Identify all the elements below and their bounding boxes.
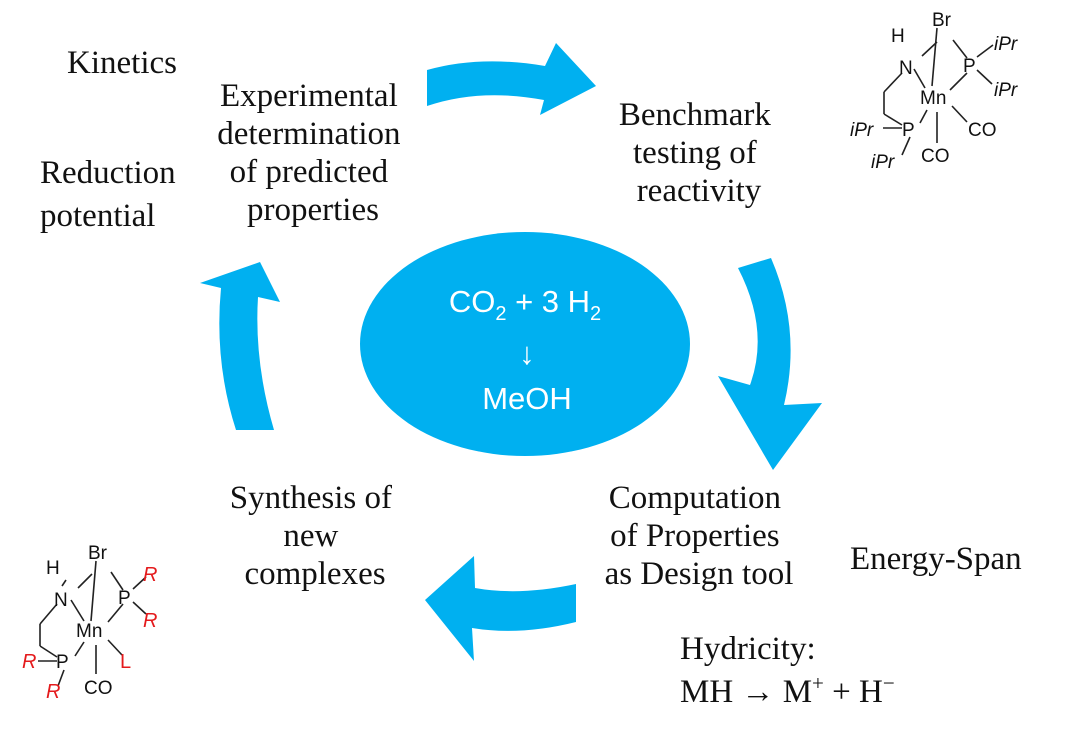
step-experimental-line-1: Experimental bbox=[220, 78, 398, 114]
known-atom-mn: Mn bbox=[920, 88, 946, 109]
step-experimental: Experimental determination of predicted … bbox=[217, 78, 409, 228]
annotation-reduction-line-1: Reduction bbox=[40, 155, 176, 191]
new-substituent-1: R bbox=[143, 564, 157, 586]
annotation-kinetics: Kinetics bbox=[67, 45, 177, 81]
known-substituent-2: iPr bbox=[994, 80, 1018, 101]
new-substituent-3: R bbox=[22, 651, 36, 673]
center-h-sub: 2 bbox=[590, 303, 601, 325]
known-atom-co-right: CO bbox=[968, 120, 997, 141]
new-atom-n: N bbox=[54, 590, 68, 611]
new-atom-mn: Mn bbox=[76, 621, 102, 642]
step-synthesis-line-1: Synthesis of bbox=[230, 480, 392, 516]
arrow-left-up bbox=[200, 262, 280, 430]
center-product: MeOH bbox=[482, 381, 572, 416]
new-substituent-4: R bbox=[46, 681, 60, 703]
new-atom-h: H bbox=[46, 558, 60, 579]
cycle-arrows bbox=[200, 43, 822, 661]
known-atom-br: Br bbox=[932, 10, 952, 31]
annotation-reduction-potential: Reduction potential bbox=[40, 155, 184, 234]
hydricity-m-sup: + bbox=[812, 671, 824, 695]
hydricity-m: M bbox=[783, 674, 812, 710]
step-synthesis-line-3: complexes bbox=[244, 556, 385, 592]
complex-known-structure: Br H N P iPr iPr Mn P iPr iPr CO CO bbox=[850, 10, 1018, 173]
center-co: CO bbox=[449, 284, 496, 319]
hydricity-h-sup: − bbox=[883, 671, 895, 695]
step-synthesis: Synthesis of new complexes bbox=[230, 480, 401, 592]
new-substituent-2: R bbox=[143, 610, 157, 632]
new-atom-p-right: P bbox=[118, 588, 131, 609]
complex-new-bonds bbox=[38, 560, 147, 687]
step-benchmark-line-1: Benchmark bbox=[619, 97, 772, 133]
step-benchmark: Benchmark testing of reactivity bbox=[619, 97, 779, 209]
hydricity-arrow: → bbox=[741, 674, 774, 710]
step-synthesis-line-2: new bbox=[283, 518, 338, 554]
step-experimental-line-4: properties bbox=[247, 192, 379, 228]
annotation-reduction-line-2: potential bbox=[40, 198, 155, 234]
step-computation-line-3: as Design tool bbox=[605, 556, 794, 592]
known-atom-h: H bbox=[891, 26, 905, 47]
annotation-energy-span: Energy-Span bbox=[850, 541, 1022, 577]
new-atom-br: Br bbox=[88, 543, 108, 564]
hydricity-plus: + bbox=[832, 674, 851, 710]
new-atom-p-left: P bbox=[56, 652, 69, 673]
known-atom-n: N bbox=[899, 58, 913, 79]
step-computation-line-2: of Properties bbox=[610, 518, 780, 554]
center-co-sub: 2 bbox=[495, 303, 506, 325]
step-benchmark-line-3: reactivity bbox=[637, 173, 762, 209]
complex-known-bonds bbox=[883, 27, 994, 156]
center-reaction: CO2 + 3 H2 bbox=[449, 284, 601, 325]
step-experimental-line-3: of predicted bbox=[230, 154, 389, 190]
new-atom-l: L bbox=[120, 651, 131, 673]
known-atom-co-bottom: CO bbox=[921, 146, 950, 167]
step-computation-line-1: Computation bbox=[609, 480, 781, 516]
known-substituent-3: iPr bbox=[850, 120, 874, 141]
center-plus-h: + 3 H bbox=[506, 284, 590, 319]
hydricity-h: H bbox=[859, 674, 883, 710]
step-experimental-line-2: determination bbox=[217, 116, 400, 152]
new-atom-co: CO bbox=[84, 678, 113, 699]
known-substituent-4: iPr bbox=[871, 152, 895, 173]
known-atom-p-right: P bbox=[963, 56, 976, 77]
arrow-top-right bbox=[427, 43, 596, 115]
annotation-hydricity-equation: MH → M+ + H− bbox=[680, 662, 895, 710]
step-computation: Computation of Properties as Design tool bbox=[605, 480, 794, 592]
center-arrow: ↓ bbox=[519, 336, 535, 371]
center-ellipse bbox=[360, 232, 690, 456]
step-benchmark-line-2: testing of bbox=[633, 135, 757, 171]
known-substituent-1: iPr bbox=[994, 34, 1018, 55]
hydricity-lhs: MH bbox=[680, 674, 733, 710]
annotation-hydricity-title: Hydricity: bbox=[680, 631, 816, 667]
known-atom-p-left: P bbox=[902, 120, 915, 141]
complex-new-structure: Br H N P R R Mn P R R L CO bbox=[22, 543, 157, 703]
arrow-right-down bbox=[718, 258, 822, 470]
arrow-bottom-left bbox=[425, 556, 576, 661]
